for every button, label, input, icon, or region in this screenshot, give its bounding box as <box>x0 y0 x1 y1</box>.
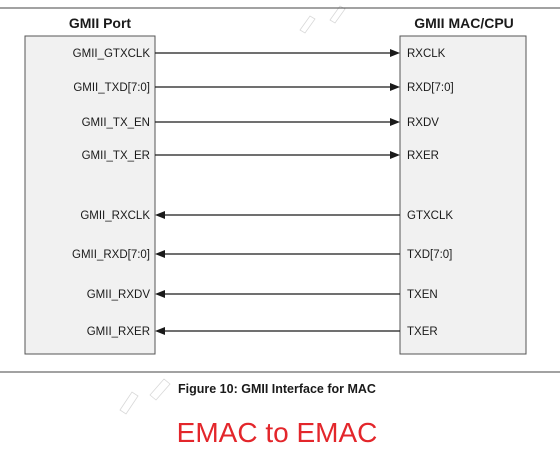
signal-label-gmii-rxer: GMII_RXER <box>87 326 150 338</box>
gmii-mac-cpu-block <box>399 35 527 355</box>
arrowhead-6 <box>155 290 165 298</box>
signal-label-rxclk: RXCLK <box>407 48 446 60</box>
signal-label-gmii-rxclk: GMII_RXCLK <box>80 210 150 222</box>
arrowhead-2 <box>390 118 400 126</box>
left-block-title: GMII Port <box>69 15 132 31</box>
arrowhead-3 <box>390 151 400 159</box>
signal-label-gmii-tx-en: GMII_TX_EN <box>82 117 150 129</box>
signal-label-gmii-rxd: GMII_RXD[7:0] <box>72 249 150 261</box>
signal-label-gtxclk: GTXCLK <box>407 210 453 222</box>
signal-label-gmii-gtxclk: GMII_GTXCLK <box>73 48 151 60</box>
connection-wires <box>155 49 400 335</box>
gmii-port-block <box>24 35 156 355</box>
left-signal-labels: GMII_GTXCLK GMII_TXD[7:0] GMII_TX_EN GMI… <box>72 48 150 338</box>
signal-label-txd: TXD[7:0] <box>407 249 452 261</box>
signal-label-txen: TXEN <box>407 289 438 301</box>
signal-label-gmii-rxdv: GMII_RXDV <box>87 289 151 301</box>
right-block-title: GMII MAC/CPU <box>414 15 514 31</box>
arrowhead-0 <box>390 49 400 57</box>
signal-label-rxdv: RXDV <box>407 117 439 129</box>
watermark <box>119 5 346 415</box>
signal-label-rxd: RXD[7:0] <box>407 82 454 94</box>
arrowhead-1 <box>390 83 400 91</box>
emac-subtitle: EMAC to EMAC <box>177 417 378 448</box>
arrowhead-5 <box>155 250 165 258</box>
signal-label-rxer: RXER <box>407 150 439 162</box>
arrowhead-4 <box>155 211 165 219</box>
signal-label-gmii-tx-er: GMII_TX_ER <box>82 150 150 162</box>
signal-label-txer: TXER <box>407 326 438 338</box>
signal-label-gmii-txd: GMII_TXD[7:0] <box>73 82 150 94</box>
figure-caption: Figure 10: GMII Interface for MAC <box>178 382 376 396</box>
right-signal-labels: RXCLK RXD[7:0] RXDV RXER GTXCLK TXD[7:0]… <box>407 48 454 338</box>
arrowhead-7 <box>155 327 165 335</box>
